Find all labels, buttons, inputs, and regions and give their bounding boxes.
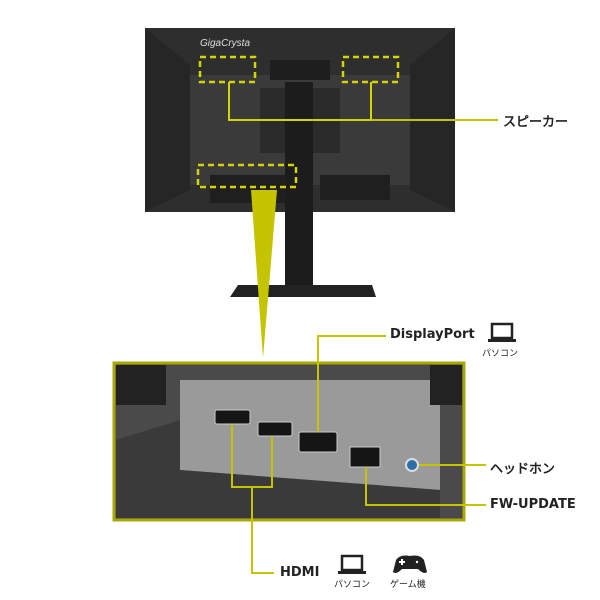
laptop-icon — [488, 322, 516, 342]
stand-neck — [285, 82, 313, 292]
displayport-port — [298, 431, 338, 453]
fw-update-label: FW-UPDATE — [490, 497, 576, 512]
headphone-jack — [405, 458, 419, 472]
brand-logo: GigaCrysta — [200, 38, 251, 49]
laptop-icon — [338, 554, 366, 574]
stand-base — [230, 285, 376, 297]
hdmi-port-2 — [257, 421, 293, 437]
gamepad-icon — [393, 555, 427, 573]
dp-pc-label: パソコン — [482, 349, 519, 359]
hdmi-label: HDMI — [280, 565, 320, 580]
hdmi-game-label: ゲーム機 — [390, 580, 426, 590]
headphone-label: ヘッドホン — [490, 462, 556, 477]
displayport-label: DisplayPort — [390, 327, 475, 342]
hdmi-pc-label: パソコン — [334, 580, 371, 590]
usb-port — [349, 446, 381, 468]
speaker-label: スピーカー — [503, 115, 569, 130]
hdmi-port-1 — [214, 409, 251, 425]
zoom-funnel — [251, 190, 277, 358]
